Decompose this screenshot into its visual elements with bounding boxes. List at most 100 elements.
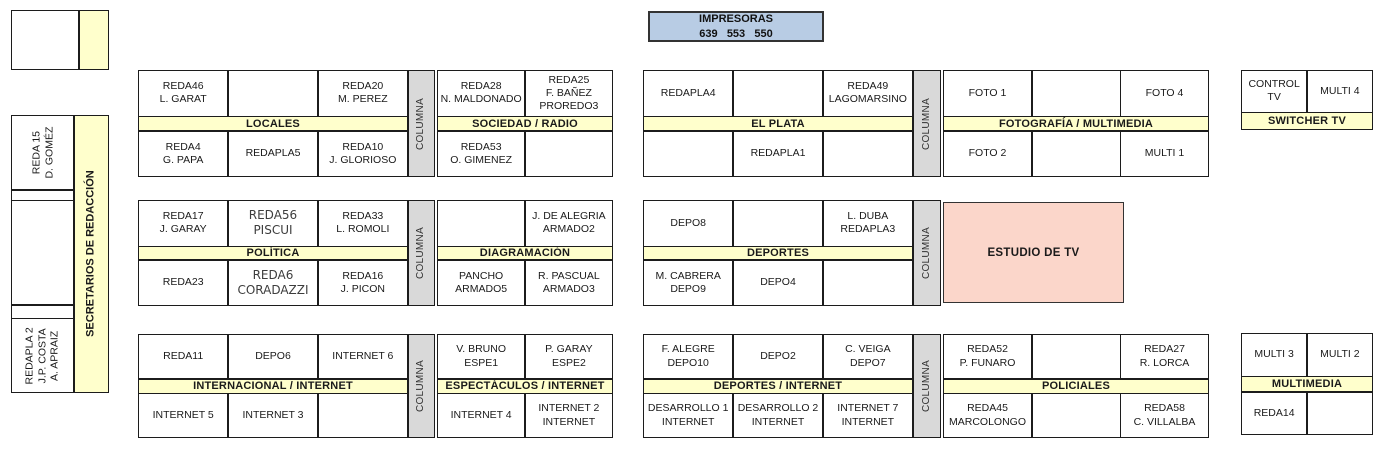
empty-desk-cell (823, 260, 912, 305)
empty-desk-cell (823, 131, 912, 176)
sidebar-spacer-1 (12, 190, 73, 200)
columna-strip-label: COLUMNA (921, 226, 933, 280)
empty-desk-cell (1032, 131, 1120, 176)
empty-desk-cell (525, 131, 612, 176)
section-band-espectaculos-internet: ESPECTÁCULOS / INTERNET (438, 379, 612, 393)
desk-cell: DEPO6 (228, 335, 318, 378)
impresoras-title: IMPRESORAS (699, 13, 773, 26)
desk-cell: REDA45 MARCOLONGO (944, 394, 1031, 437)
desk-cell: REDA53 O. GIMENEZ (438, 131, 525, 176)
desk-cell: REDA23 (139, 260, 228, 305)
columna-strip-label: COLUMNA (415, 97, 427, 150)
desk-cell: REDA27 R. LORCA (1121, 335, 1208, 378)
desk-cell: REDA14 (1242, 392, 1307, 434)
columna-strip-label: COLUMNA (921, 97, 933, 150)
desk-cell: REDA56 PISCUI (228, 201, 318, 246)
section-band-policiales: POLICIALES (944, 379, 1208, 393)
section-band-deportes-internet: DEPORTES / INTERNET (644, 379, 912, 393)
sidebar-desk-bottom: REDAPLA 2 J.P. COSTA A. APRAIZ (12, 319, 73, 392)
empty-desk-cell (733, 71, 823, 116)
columna-strip-label: COLUMNA (921, 359, 933, 413)
secretarios-strip-label: SECRETARIOS DE REDACCIÓN (84, 170, 97, 338)
empty-desk-cell (1032, 394, 1120, 437)
sidebar-desk-top: REDA 15 D. GOMÉZ (12, 116, 73, 189)
empty-desk-cell (644, 131, 733, 176)
desk-cell: V. BRUNO ESPE1 (438, 335, 525, 378)
desk-cell: REDA17 J. GARAY (139, 201, 228, 246)
columna-strip: COLUMNA (913, 334, 941, 438)
desk-cell: REDA16 J. PICON (318, 260, 407, 305)
sidebar-desk-bottom-label: REDAPLA 2 J.P. COSTA A. APRAIZ (23, 326, 61, 385)
estudio-de-tv: ESTUDIO DE TV (943, 202, 1124, 303)
desk-cell: REDA20 M. PEREZ (318, 71, 407, 116)
columna-strip: COLUMNA (913, 200, 941, 306)
desk-cell: P. GARAY ESPE2 (525, 335, 612, 378)
columna-strip-label: COLUMNA (415, 226, 427, 280)
desk-cell: REDA46 L. GARAT (139, 71, 228, 116)
columna-strip: COLUMNA (408, 200, 435, 306)
desk-cell: FOTO 2 (944, 131, 1031, 176)
sidebar-spacer-2 (12, 305, 73, 318)
top-left-box (11, 10, 109, 70)
columna-strip-label: COLUMNA (415, 359, 427, 413)
desk-cell: INTERNET 7 INTERNET (823, 394, 912, 437)
section-band-locales: LOCALES (139, 117, 407, 130)
desk-cell: DESARROLLO 1 INTERNET (644, 394, 733, 437)
desk-cell: INTERNET 2 INTERNET (525, 394, 612, 437)
desk-cell: REDA49 LAGOMARSINO (823, 71, 912, 116)
desk-cell: INTERNET 4 (438, 394, 525, 437)
desk-cell: L. DUBA REDAPLA3 (823, 201, 912, 246)
desk-cell: DESARROLLO 2 INTERNET (733, 394, 823, 437)
estudio-de-tv-label: ESTUDIO DE TV (987, 246, 1080, 259)
desk-cell: INTERNET 6 (318, 335, 407, 378)
desk-cell: REDA6 CORADAZZI (228, 260, 318, 305)
desk-cell: REDA58 C. VILLALBA (1121, 394, 1208, 437)
sidebar-empty-desk (12, 201, 73, 304)
columna-strip: COLUMNA (913, 70, 941, 177)
impresoras-numbers: 639 553 550 (699, 27, 773, 40)
desk-cell: J. DE ALEGRIA ARMADO2 (525, 201, 612, 246)
desk-cell: INTERNET 5 (139, 394, 228, 437)
desk-cell: DEPO8 (644, 201, 733, 246)
section-band-fotografia-multimedia: FOTOGRAFÍA / MULTIMEDIA (944, 117, 1208, 130)
section-band-switcher-tv: SWITCHER TV (1242, 113, 1372, 129)
empty-desk-cell (438, 201, 525, 246)
section-band-internacional-internet: INTERNACIONAL / INTERNET (139, 379, 407, 393)
top-left-box-white-cell (12, 11, 78, 69)
secretarios-sidebar: REDA 15 D. GOMÉZ SECRETARIOS DE REDACCIÓ… (11, 115, 109, 393)
desk-cell: REDA28 N. MALDONADO (438, 71, 525, 116)
desk-cell: CONTROL TV (1242, 71, 1307, 112)
empty-desk-cell (1032, 71, 1120, 116)
desk-cell: REDA11 (139, 335, 228, 378)
desk-cell: INTERNET 3 (228, 394, 318, 437)
sidebar-desk-top-label: REDA 15 D. GOMÉZ (29, 126, 55, 179)
section-band-politica: POLÍTICA (139, 247, 407, 259)
top-left-box-yellow-cell (79, 11, 108, 69)
desk-cell: PANCHO ARMADO5 (438, 260, 525, 305)
desk-cell: REDAPLA1 (733, 131, 823, 176)
empty-desk-cell (228, 71, 318, 116)
section-band-diagramacion: DIAGRAMACIÓN (438, 247, 612, 259)
desk-cell: MULTI 2 (1307, 334, 1372, 376)
desk-cell: REDA10 J. GLORIOSO (318, 131, 407, 176)
section-band-multimedia: MULTIMEDIA (1242, 377, 1372, 391)
empty-desk-cell (733, 201, 823, 246)
desk-cell: DEPO2 (733, 335, 823, 378)
desk-cell: DEPO4 (733, 260, 823, 305)
impresoras-box: IMPRESORAS 639 553 550 (648, 11, 824, 42)
desk-cell: REDA52 P. FUNARO (944, 335, 1031, 378)
section-band-deportes: DEPORTES (644, 247, 912, 259)
